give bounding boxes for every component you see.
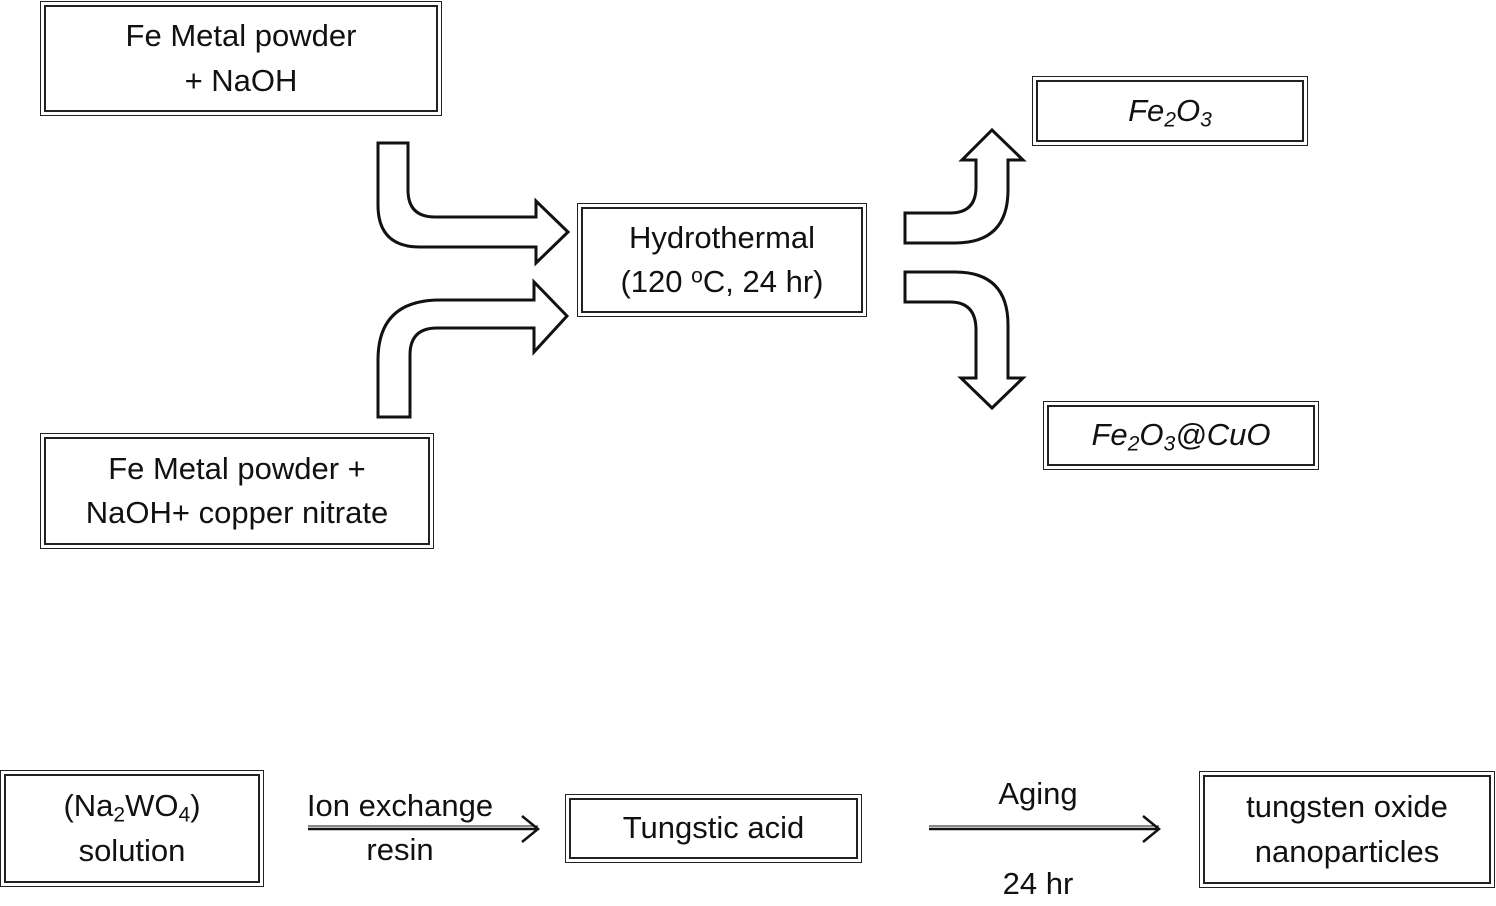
start-line2: solution — [78, 832, 186, 868]
input2-line1: Fe Metal powder + — [108, 450, 366, 486]
input-box-fe-naoh-copper: Fe Metal powder + NaOH+ copper nitrate — [40, 433, 434, 549]
ion-exchange-arrow-head — [521, 815, 540, 843]
input2-line2: NaOH+ copper nitrate — [85, 495, 389, 530]
aging-arrow-head — [1142, 815, 1161, 843]
ion-exchange-line1: Ion exchange — [306, 788, 494, 823]
middle-label: Tungstic acid — [622, 810, 805, 846]
aging-label: Aging — [998, 776, 1078, 811]
input1-line1: Fe Metal powder — [125, 18, 357, 54]
process-title: Hydrothermal — [628, 219, 816, 255]
start-box-sodium-tungstate: (Na2WO4) solution — [0, 770, 264, 887]
end-line2: nanoparticles — [1254, 833, 1440, 869]
input-box-fe-naoh: Fe Metal powder + NaOH — [40, 1, 442, 116]
bent-arrow-input1 — [376, 141, 571, 267]
end-line1: tungsten oxide — [1246, 789, 1448, 825]
start-formula: (Na2WO4) — [63, 788, 201, 827]
bent-arrow-output2 — [903, 270, 1027, 411]
product2-formula: Fe2O3@CuO — [1091, 417, 1271, 456]
ion-exchange-line2: resin — [366, 832, 434, 868]
end-box-tungsten-oxide: tungsten oxide nanoparticles — [1199, 771, 1495, 888]
product1-formula: Fe2O3 — [1128, 92, 1212, 132]
aging-duration-label: 24 hr — [1002, 866, 1074, 901]
product-box-fe2o3-cuo: Fe2O3@CuO — [1043, 401, 1319, 470]
ion-exchange-label: Ion exchange resin — [290, 784, 510, 872]
process-conditions: (120 oC, 24 hr) — [620, 264, 824, 299]
bent-arrow-input2 — [376, 278, 570, 419]
process-box-hydrothermal: Hydrothermal (120 oC, 24 hr) — [577, 203, 867, 317]
input1-line2: + NaOH — [184, 62, 298, 98]
bent-arrow-output1 — [903, 127, 1027, 245]
middle-box-tungstic-acid: Tungstic acid — [565, 794, 862, 863]
product-box-fe2o3: Fe2O3 — [1032, 76, 1308, 146]
